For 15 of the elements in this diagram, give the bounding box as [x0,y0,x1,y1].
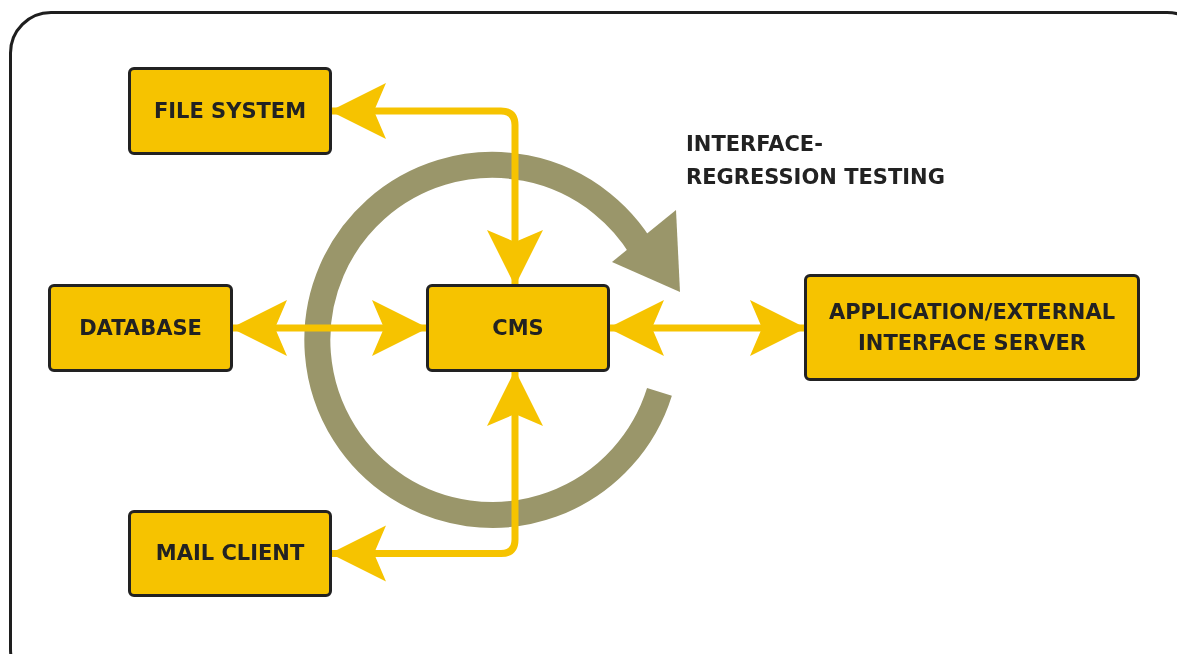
box-label: APPLICATION/EXTERNAL INTERFACE SERVER [827,299,1117,357]
process-box [128,67,332,155]
box-label: MAIL CLIENT [155,540,305,568]
box-label: DATABASE [79,314,202,342]
box-label: CMS [492,314,544,342]
process-box [804,274,1140,381]
double-arrow [608,300,806,356]
box-label: FILE SYSTEM [153,97,307,125]
process-box [128,510,332,597]
double-arrow [330,83,543,286]
process-box [426,284,610,372]
double-arrow [231,300,428,356]
process-box [48,284,233,372]
annotation-text: INTERFACE- REGRESSION TESTING [686,131,946,191]
double-arrow [330,370,543,582]
